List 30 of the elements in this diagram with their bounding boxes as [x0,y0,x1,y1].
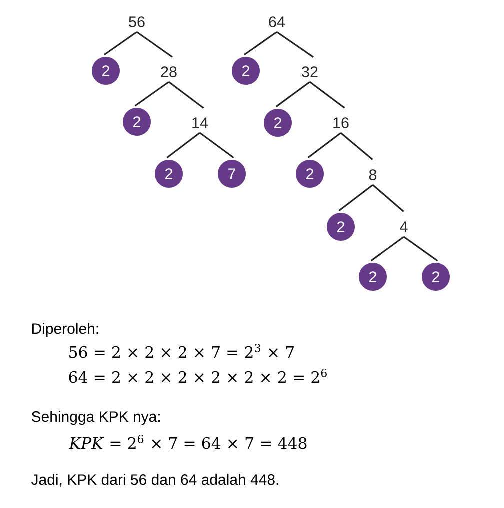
branch-line [104,32,138,56]
branch-line [276,31,314,58]
branch-line [404,236,438,262]
branch-line [340,132,374,160]
branch-line [166,132,200,158]
branch-line [200,132,234,159]
body-text: Sehingga KPK nya: [32,411,160,426]
branch-line [370,236,404,262]
equation: KPK = 2$^{6}$ × 7 = 64 × 7 = 448 [69,435,307,450]
branch-line [244,32,278,56]
branch-line [372,184,404,212]
body-text: Diperoleh: [32,323,98,338]
number-label: 14 [192,118,208,128]
number-label: 28 [161,66,177,78]
branch-line [136,32,174,58]
number-label: 56 [129,16,145,28]
branch-line [310,82,346,109]
body-text: Jadi, KPK dari 56 dan 64 adalah 448. [32,474,278,487]
number-label: 64 [269,16,286,28]
equation: 64 = 2 × 2 × 2 × 2 × 2 × 2 = 2$^{6}$ [69,369,327,384]
number-label: 8 [369,170,377,180]
branch-line [276,82,310,108]
number-label: 4 [400,222,408,232]
branch-line [308,132,342,158]
branch-line [168,82,204,109]
equation: 56 = 2 × 2 × 2 × 7 = 2$^{3}$ × 7 [70,344,294,358]
number-label: 16 [334,118,349,128]
branch-line [134,82,170,107]
branch-line [338,184,374,212]
number-label: 32 [302,66,318,78]
